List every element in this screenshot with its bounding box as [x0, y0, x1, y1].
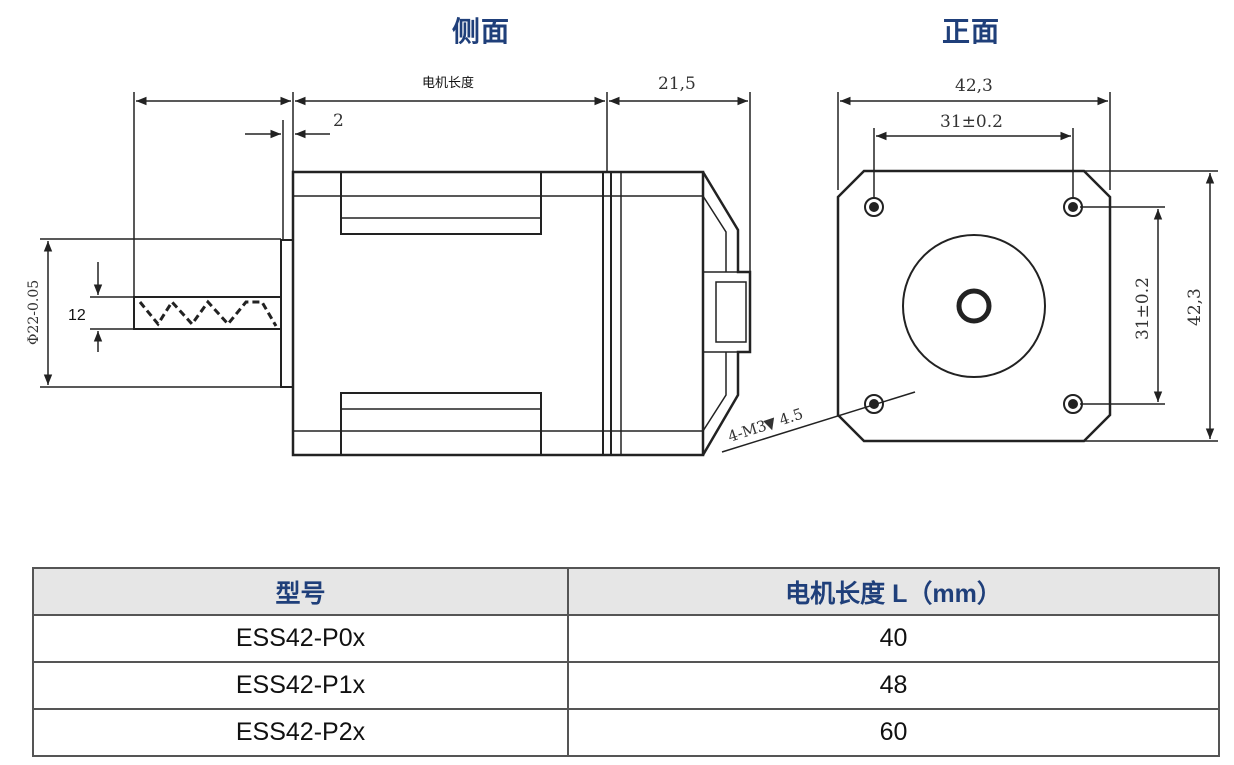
length-cell: 40 [567, 614, 1220, 663]
flange-step-label: 2 [333, 111, 344, 131]
body-width-label: 42,3 [955, 76, 993, 96]
model-cell: ESS42-P2x [32, 708, 569, 757]
length-cell: 48 [567, 661, 1220, 710]
front-view [836, 92, 1218, 443]
shaft-length-label: 21,5 [658, 74, 696, 94]
table-row: ESS42-P0x 40 [32, 614, 1220, 663]
model-column-header: 型号 [32, 567, 569, 616]
side-view [40, 92, 916, 457]
table-row: ESS42-P1x 48 [32, 661, 1220, 710]
pilot-diameter-label: Φ22-0.05 [26, 280, 42, 345]
table-header-row: 型号 电机长度 L（mm） [32, 567, 1220, 616]
side-view-title: 侧面 [452, 15, 511, 48]
thread-depth-label: 4.5 [777, 405, 805, 429]
front-view-title: 正面 [942, 15, 1001, 48]
hole-spacing-v-label: 31±0.2 [1133, 277, 1153, 340]
thread-callout: 4-M3 ▼ 4.5 [726, 405, 806, 446]
spec-table: 型号 电机长度 L（mm） ESS42-P0x 40 ESS42-P1x 48 … [32, 567, 1220, 757]
body-height-label: 42,3 [1185, 288, 1205, 326]
length-cell: 60 [567, 708, 1220, 757]
table-row: ESS42-P2x 60 [32, 708, 1220, 757]
model-cell: ESS42-P0x [32, 614, 569, 663]
shaft-flat-label: 12 [68, 307, 86, 324]
length-column-header: 电机长度 L（mm） [567, 567, 1220, 616]
hole-spacing-h-label: 31±0.2 [940, 112, 1003, 132]
model-cell: ESS42-P1x [32, 661, 569, 710]
motor-dimension-drawing: 电机长度 21,5 2 12 Φ22-0.05 4-M3 ▼ 4.5 [26, 74, 1218, 457]
motor-length-label: 电机长度 [422, 75, 474, 91]
